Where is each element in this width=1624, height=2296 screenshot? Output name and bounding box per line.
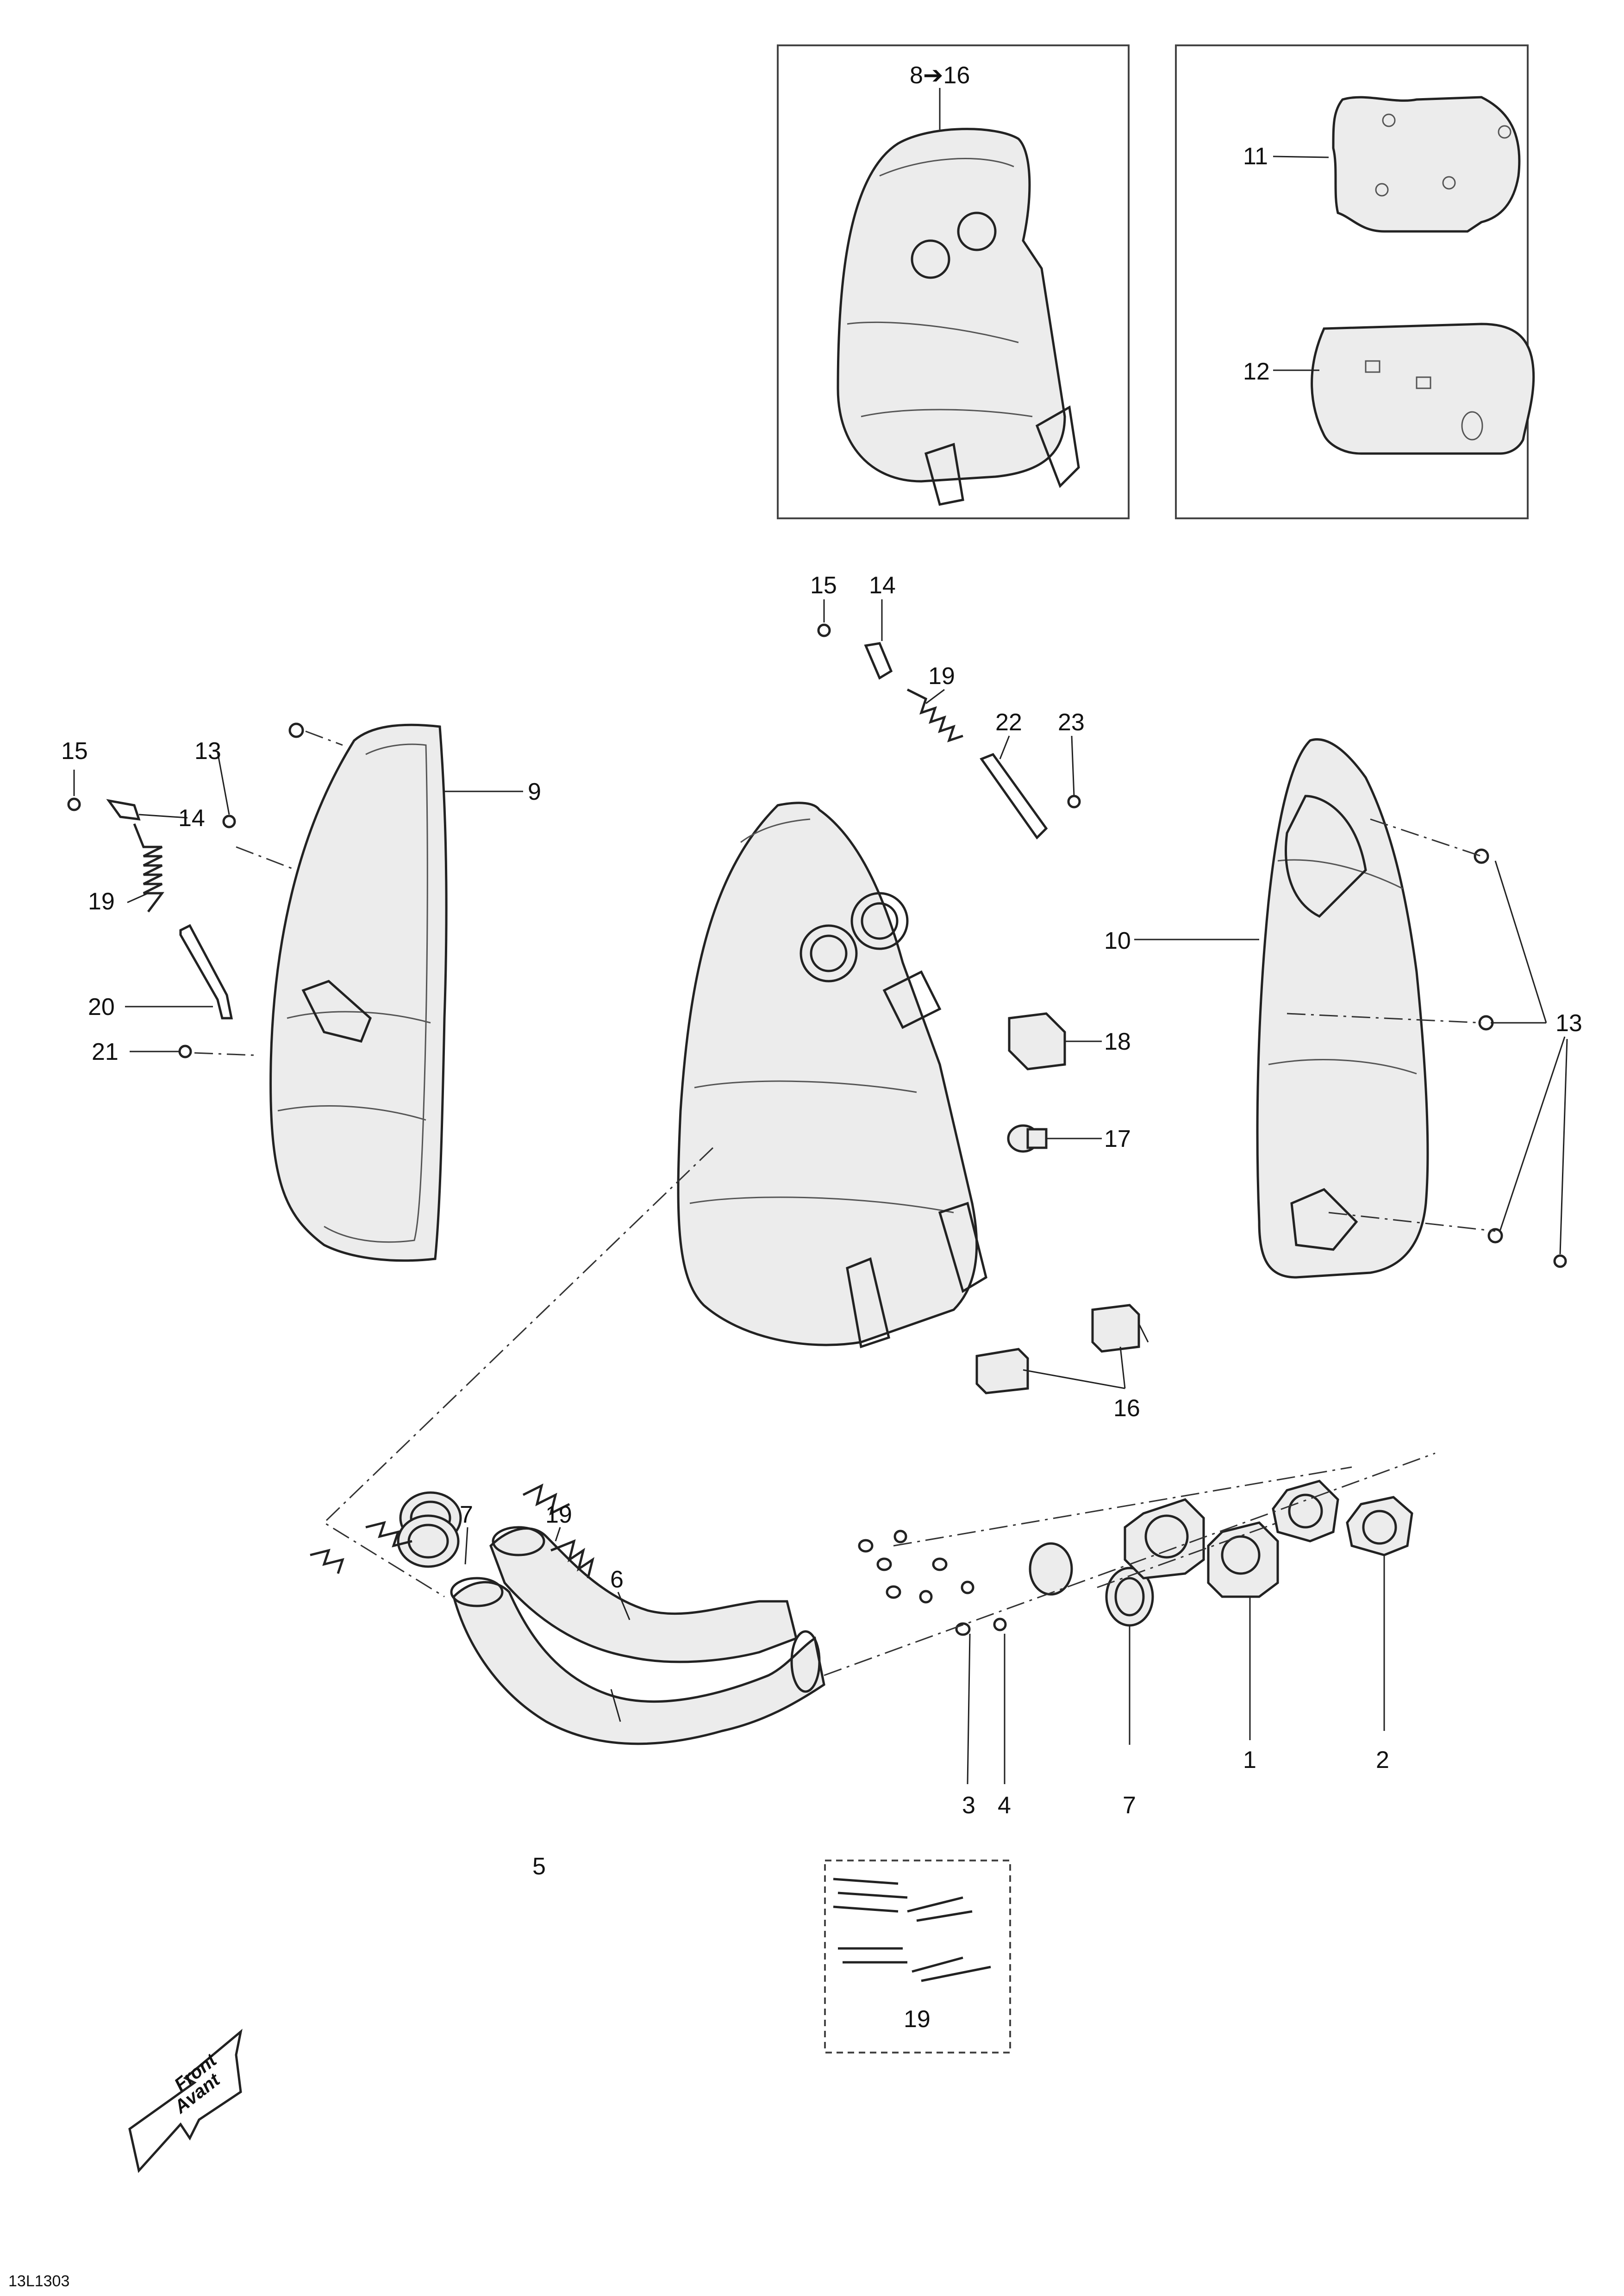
callout-19-kit: 19	[904, 2006, 931, 2033]
figure-code: 13L1303	[8, 2272, 69, 2290]
bracket-14-top	[864, 642, 893, 680]
heat-shield-left-9	[269, 723, 448, 1262]
exhaust-pipe-5	[450, 1577, 825, 1745]
washers-4	[893, 1530, 1007, 1631]
muffler-body-8	[677, 802, 987, 1349]
callout-13-left: 13	[194, 738, 221, 765]
callout-22: 22	[995, 709, 1022, 736]
screws	[67, 623, 1567, 1268]
heat-shield-right-10	[1256, 738, 1429, 1279]
callout-4: 4	[998, 1792, 1011, 1819]
grommet-17	[1007, 1124, 1048, 1153]
callout-18: 18	[1104, 1028, 1131, 1055]
spring-19-top	[906, 688, 963, 742]
exhaust-pipe-6	[489, 1526, 798, 1663]
muffler-assembly-inset	[837, 128, 1080, 506]
callout-16: 16	[1113, 1395, 1140, 1422]
heat-shield-plate-11	[1332, 96, 1521, 233]
callout-13-right: 13	[1555, 1010, 1582, 1037]
callout-23: 23	[1058, 709, 1085, 736]
front-direction-arrow: Front Avant	[128, 2028, 243, 2173]
spring-19-center	[310, 1483, 594, 1579]
callout-19-left: 19	[88, 888, 115, 915]
callout-11: 11	[1243, 143, 1268, 170]
callout-7-right: 7	[1123, 1792, 1136, 1819]
callout-21: 21	[92, 1039, 119, 1065]
callout-17: 17	[1104, 1126, 1131, 1152]
callout-8-16: 8➔16	[910, 62, 970, 89]
callout-14-top: 14	[869, 572, 896, 599]
callout-1: 1	[1243, 1747, 1256, 1773]
heat-shield-plate-12	[1311, 323, 1535, 455]
callout-labels: 8➔16 11 12 15 13 15 14 19 22 23 9 14 19 …	[61, 62, 1582, 2033]
callout-20: 20	[88, 994, 115, 1020]
alignment-lines	[194, 730, 1496, 1676]
callout-7-top: 7	[460, 1501, 473, 1528]
callout-10: 10	[1104, 927, 1131, 954]
callout-15-left: 15	[61, 738, 88, 765]
spring-kit-box	[824, 1860, 1011, 2053]
rubber-block-16a	[1091, 1304, 1140, 1353]
seal-ring-7-b	[397, 1514, 460, 1568]
spring-kit-19	[833, 1878, 991, 1982]
callout-2: 2	[1376, 1747, 1389, 1773]
spring-19-left	[133, 823, 164, 913]
bracket-20	[179, 924, 233, 1020]
strap-22	[980, 753, 1048, 840]
callout-12: 12	[1243, 358, 1270, 385]
rubber-bumper-18	[1008, 1012, 1066, 1070]
callout-19-top: 19	[928, 663, 955, 690]
callout-19-center: 19	[545, 1501, 572, 1528]
callout-14-left: 14	[178, 805, 205, 832]
callout-9: 9	[528, 778, 541, 805]
bracket-14-left	[106, 799, 141, 821]
gasket-2	[1272, 1480, 1413, 1556]
bolts-3	[858, 1539, 971, 1636]
leader-lines	[73, 88, 1568, 1785]
inset-box-muffler-assembly	[777, 44, 1130, 519]
rubber-block-16b	[975, 1348, 1029, 1394]
seal-ring-7-c	[1029, 1542, 1154, 1627]
callout-6: 6	[610, 1566, 624, 1593]
callout-15-top: 15	[810, 572, 837, 599]
callout-3: 3	[962, 1792, 975, 1819]
inset-box-heat-shields	[1175, 44, 1529, 519]
callout-5: 5	[532, 1853, 546, 1880]
